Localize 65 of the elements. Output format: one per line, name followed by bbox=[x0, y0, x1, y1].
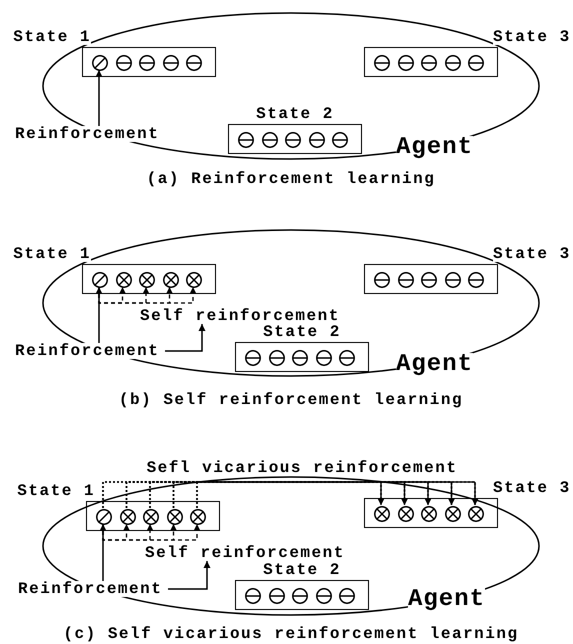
crossed-circle-symbol bbox=[139, 272, 155, 288]
crossed-circle-symbol bbox=[444, 506, 460, 522]
minus-circle-symbol bbox=[262, 132, 278, 148]
annotation-label: Reinforcement bbox=[15, 126, 160, 142]
panel-caption: (a) Reinforcement learning bbox=[146, 171, 436, 187]
state-label: State 3 bbox=[493, 29, 571, 45]
minus-circle-symbol bbox=[468, 55, 484, 71]
crossed-circle-symbol bbox=[186, 272, 202, 288]
minus-circle-symbol bbox=[468, 272, 484, 288]
dashed-arrow bbox=[98, 287, 196, 304]
state-label: State 1 bbox=[13, 29, 91, 45]
crossed-circle-symbol bbox=[162, 272, 178, 288]
minus-circle-symbol bbox=[421, 272, 437, 288]
state-label: State 1 bbox=[13, 246, 91, 262]
arrow bbox=[165, 324, 206, 352]
annotation-label: Reinforcement bbox=[15, 343, 160, 359]
slashed-circle-symbol bbox=[92, 272, 108, 288]
arrow bbox=[100, 524, 106, 581]
crossed-circle-symbol bbox=[143, 509, 159, 525]
dashed-arrow bbox=[102, 524, 200, 541]
arrow bbox=[168, 561, 210, 590]
minus-circle-symbol bbox=[374, 55, 390, 71]
slashed-circle-symbol bbox=[92, 55, 108, 71]
minus-circle-symbol bbox=[308, 132, 324, 148]
crossed-circle-symbol bbox=[166, 509, 182, 525]
agent-label: Agent bbox=[396, 136, 474, 160]
agent-label: Agent bbox=[408, 588, 486, 612]
minus-circle-symbol bbox=[444, 55, 460, 71]
minus-circle-symbol bbox=[421, 55, 437, 71]
minus-circle-symbol bbox=[374, 272, 390, 288]
annotation-label: Reinforcement bbox=[18, 581, 162, 597]
minus-circle-symbol bbox=[398, 272, 414, 288]
crossed-circle-symbol bbox=[120, 509, 136, 525]
arrow bbox=[96, 287, 102, 343]
minus-circle-symbol bbox=[332, 132, 348, 148]
minus-circle-symbol bbox=[398, 55, 414, 71]
crossed-circle-symbol bbox=[398, 506, 414, 522]
minus-circle-symbol bbox=[268, 588, 284, 604]
crossed-circle-symbol bbox=[421, 506, 437, 522]
crossed-circle-symbol bbox=[468, 506, 484, 522]
minus-circle-symbol bbox=[316, 350, 332, 366]
minus-circle-symbol bbox=[116, 55, 132, 71]
agent-label: Agent bbox=[396, 353, 474, 377]
minus-circle-symbol bbox=[339, 588, 355, 604]
crossed-circle-symbol bbox=[116, 272, 132, 288]
minus-circle-symbol bbox=[285, 132, 301, 148]
panel-caption: (b) Self reinforcement learning bbox=[118, 392, 464, 408]
minus-circle-symbol bbox=[339, 350, 355, 366]
slashed-circle-symbol bbox=[96, 509, 112, 525]
panel-caption: (c) Self vicarious reinforcement learning bbox=[63, 626, 519, 642]
minus-circle-symbol bbox=[245, 588, 261, 604]
crossed-circle-symbol bbox=[190, 509, 206, 525]
state-label: State 3 bbox=[493, 246, 571, 262]
minus-circle-symbol bbox=[292, 588, 308, 604]
crossed-circle-symbol bbox=[374, 506, 390, 522]
minus-circle-symbol bbox=[444, 272, 460, 288]
minus-circle-symbol bbox=[316, 588, 332, 604]
arrow bbox=[96, 70, 102, 126]
minus-circle-symbol bbox=[186, 55, 202, 71]
minus-circle-symbol bbox=[238, 132, 254, 148]
minus-circle-symbol bbox=[245, 350, 261, 366]
minus-circle-symbol bbox=[268, 350, 284, 366]
minus-circle-symbol bbox=[139, 55, 155, 71]
minus-circle-symbol bbox=[292, 350, 308, 366]
minus-circle-symbol bbox=[162, 55, 178, 71]
